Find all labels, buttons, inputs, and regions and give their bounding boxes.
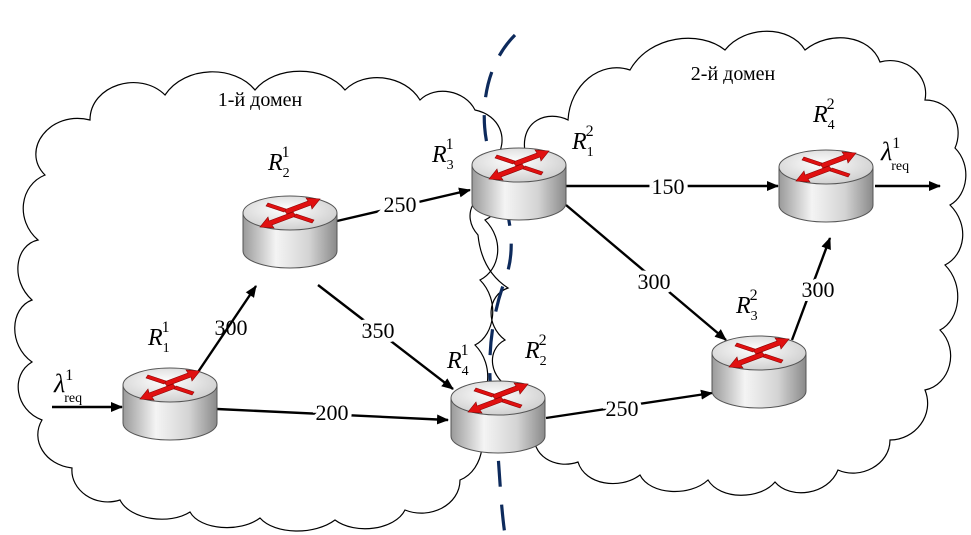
- router-r2-1-icon: [242, 195, 338, 269]
- link-r3-2-r4-2: [790, 237, 832, 341]
- domain-2-label: 2-й домен: [691, 63, 776, 85]
- capacity-label: 250: [606, 396, 639, 421]
- router-label-r1-2: R12: [571, 123, 594, 160]
- router-label-r1-1: R11: [147, 319, 170, 356]
- link-r2-1-r3-1: [336, 187, 471, 223]
- capacity-label: 350: [362, 318, 395, 343]
- router-label-r4-1: R41: [446, 342, 469, 379]
- router-label-r3-2: R32: [735, 287, 758, 324]
- link-r1-1-r4-1: [216, 407, 449, 425]
- router-label-r2-1: R21: [267, 144, 290, 181]
- domain-boundary-line: [482, 33, 517, 535]
- router-r3-2-icon: [711, 335, 807, 409]
- router-r1-1-icon: [122, 367, 218, 441]
- router-label-r4-2: R42: [812, 96, 835, 133]
- domain-2-cloud: [469, 30, 967, 496]
- link-r2-2-r3-2: [545, 389, 713, 420]
- router-r4-2-icon: [778, 149, 874, 223]
- router-r4-1-icon: [450, 380, 546, 454]
- capacity-label: 200: [316, 400, 349, 425]
- capacity-label: 150: [652, 174, 685, 199]
- capacity-label: 300: [215, 315, 248, 340]
- router-label-r3-1: R31: [431, 136, 454, 173]
- capacity-label: 250: [384, 192, 417, 217]
- router-label-r2-2: R22: [524, 332, 547, 369]
- capacity-label: 300: [802, 277, 835, 302]
- capacity-label: 300: [638, 269, 671, 294]
- link-r2-1-r4-1: [317, 284, 454, 390]
- router-r3-1-icon: [471, 147, 567, 221]
- link-r1-2-r3-2: [565, 204, 727, 341]
- capacity-labels: 300 200 250 350 150 300 250 300: [215, 170, 839, 429]
- links-layer: [52, 181, 941, 425]
- link-r1-1-r2-1: [197, 285, 257, 373]
- domain-1-label: 1-й домен: [218, 89, 303, 111]
- domain-1-cloud: [14, 70, 507, 532]
